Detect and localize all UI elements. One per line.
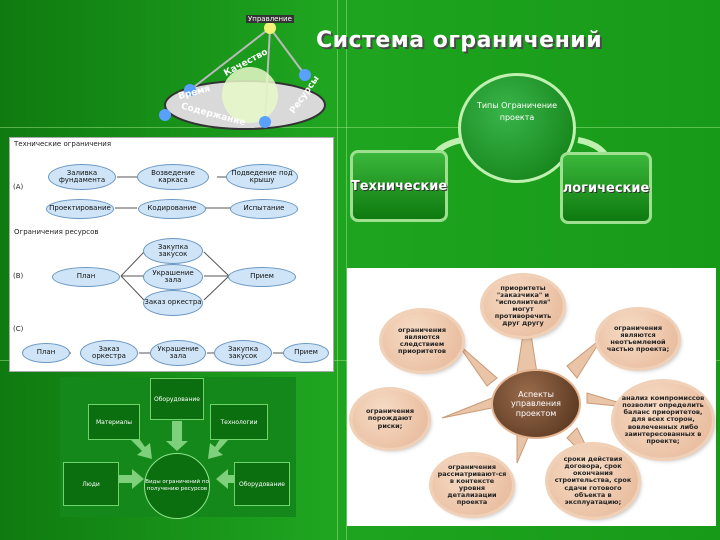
node: Испытание [230,199,298,219]
bg-line [337,0,338,540]
section-resources: Ограничения ресурсов [14,228,99,236]
section-technical: Технические ограничения [14,140,112,148]
node: Прием [228,267,296,287]
tag-b: (B) [13,272,24,280]
node: Проектирование [46,199,114,219]
aspect-cloud: ограничения являются следствием приорите… [382,311,462,371]
aspect-cloud: приоритеты "заказчика" и "исполнителя" м… [483,276,563,336]
types-center-circle: Типы Ограничение проекта [458,73,576,183]
management-label: Управление [246,15,294,23]
node: План [22,343,70,363]
node: Заказ оркестра [80,340,138,366]
node: Закупка закусок [214,340,272,366]
bg-line [0,127,720,128]
node: Закупка закусок [143,238,203,264]
node: Украшение зала [143,264,203,290]
node: Украшение зала [150,340,206,366]
aspect-cloud: ограничения являются неотъемлемой частью… [598,310,678,368]
project-triangle-graphic [159,22,326,130]
node: Подведение под крышу [226,164,298,190]
node: Заказ оркестра [143,290,203,316]
tag-c: (C) [13,325,24,333]
node: План [52,267,120,287]
tag-a: (A) [13,183,24,191]
kind-box: Технологии [210,404,268,440]
aspect-cloud: анализ компромиссов позволит определить … [614,382,712,458]
node: Возведение каркаса [137,164,209,190]
logical-box: логические [560,152,652,224]
kind-box: Оборудование [234,462,290,506]
kind-box: Материалы [88,404,140,440]
node: Заливка фундамента [48,164,116,190]
aspect-cloud: ограничения рассматривают-ся в контексте… [432,455,512,515]
node: Прием [283,343,329,363]
aspect-cloud: сроки действия договора, срок окончания … [548,445,638,517]
slide-title: Система ограничений [316,28,603,53]
technical-box: Технические [350,150,448,222]
bg-line [346,0,347,540]
aspects-center: Аспекты управления проектом [491,369,581,439]
kind-box: Оборудование [150,378,204,420]
node: Кодирование [138,199,206,219]
kind-box: Люди [63,462,119,506]
resource-kinds-center: Виды ограничений по получению ресурсов [144,453,210,519]
aspect-cloud: ограничения порождают риски; [352,390,428,448]
